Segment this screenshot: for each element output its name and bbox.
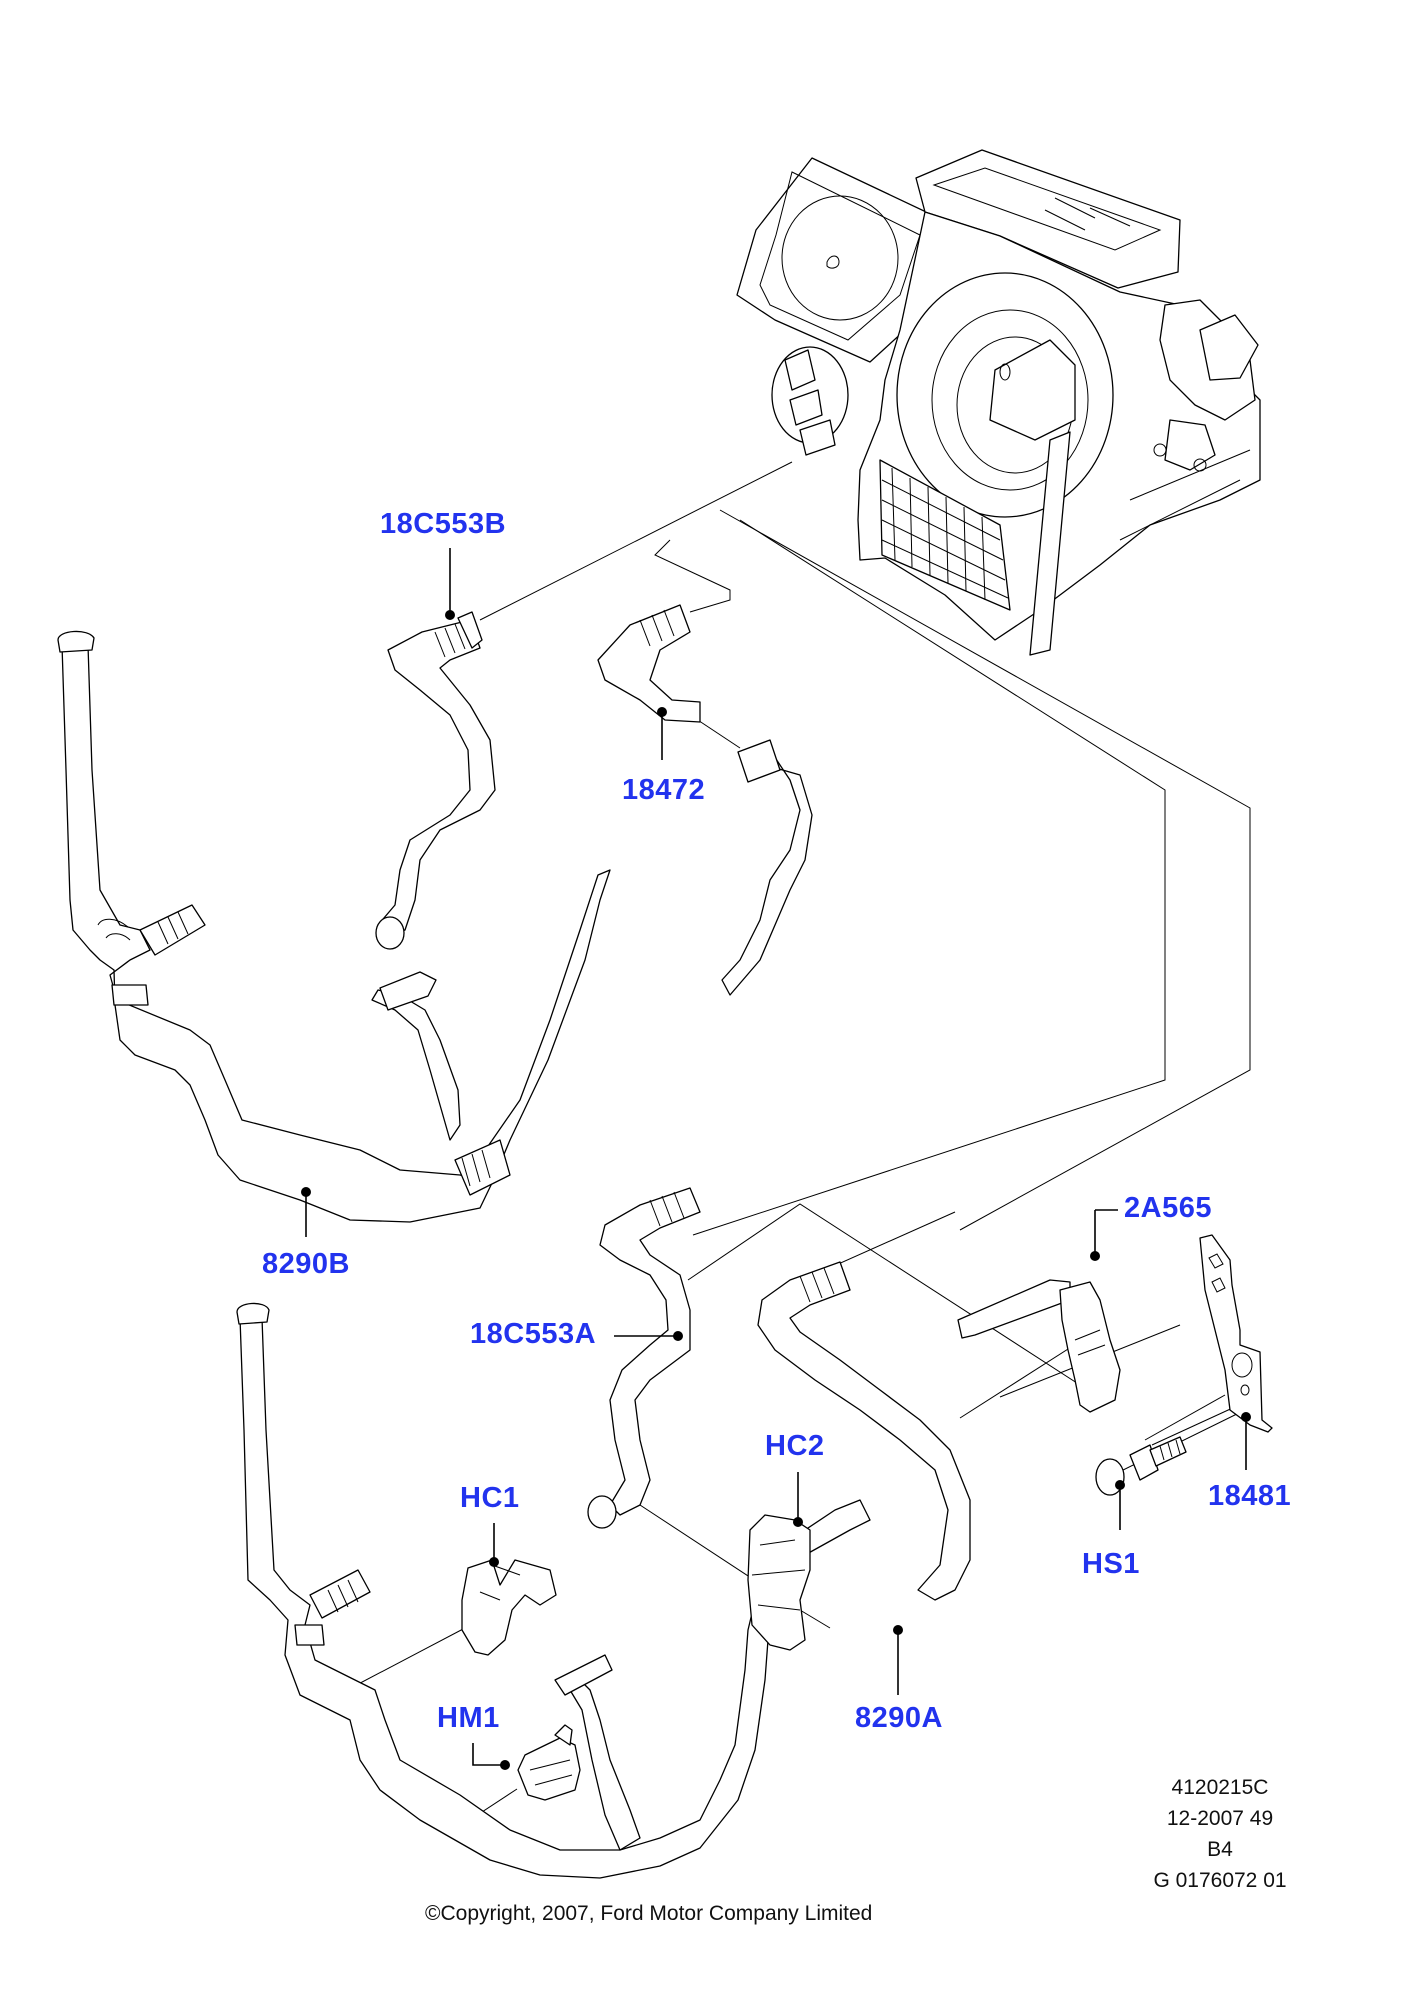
ref-code: 4120215C	[1171, 1776, 1269, 1799]
callout-8290b: 8290B	[262, 1248, 350, 1280]
hvac-heater-unit	[736, 149, 1261, 656]
drawing-reference-block: 4120215C 12-2007 49 B4 G 0176072 01	[1110, 1772, 1330, 1896]
callout-hc2: HC2	[765, 1430, 825, 1462]
hose-18472	[597, 604, 813, 996]
bracket-2a565	[957, 1279, 1121, 1413]
ref-illustration-id: G 0176072 01	[1153, 1869, 1287, 1892]
callout-hc1: HC1	[460, 1482, 520, 1514]
callout-18481: 18481	[1208, 1480, 1292, 1512]
callout-18472: 18472	[622, 774, 706, 806]
callout-8290a: 8290A	[855, 1702, 943, 1734]
callout-18c553a: 18C553A	[470, 1318, 597, 1350]
callout-2a565: 2A565	[1124, 1192, 1212, 1224]
callout-hs1: HS1	[1082, 1548, 1140, 1580]
screw-hs1	[1095, 1436, 1187, 1496]
clip-hc1	[461, 1559, 557, 1656]
copyright-notice: ©Copyright, 2007, Ford Motor Company Lim…	[425, 1902, 873, 1925]
hose-18c553a	[587, 1187, 971, 1601]
bracket-18481	[1199, 1234, 1273, 1433]
callout-hm1: HM1	[437, 1702, 500, 1734]
clip-hc2	[747, 1514, 811, 1651]
mount-hm1	[517, 1724, 581, 1801]
callout-leaders	[301, 548, 1251, 1770]
ref-grid: B4	[1207, 1838, 1233, 1861]
hose-18c553b	[375, 611, 496, 950]
ref-date: 12-2007 49	[1166, 1807, 1274, 1830]
callout-18c553b: 18C553B	[380, 508, 507, 540]
hose-8290a	[236, 1302, 871, 1879]
hose-8290b	[57, 630, 611, 1223]
